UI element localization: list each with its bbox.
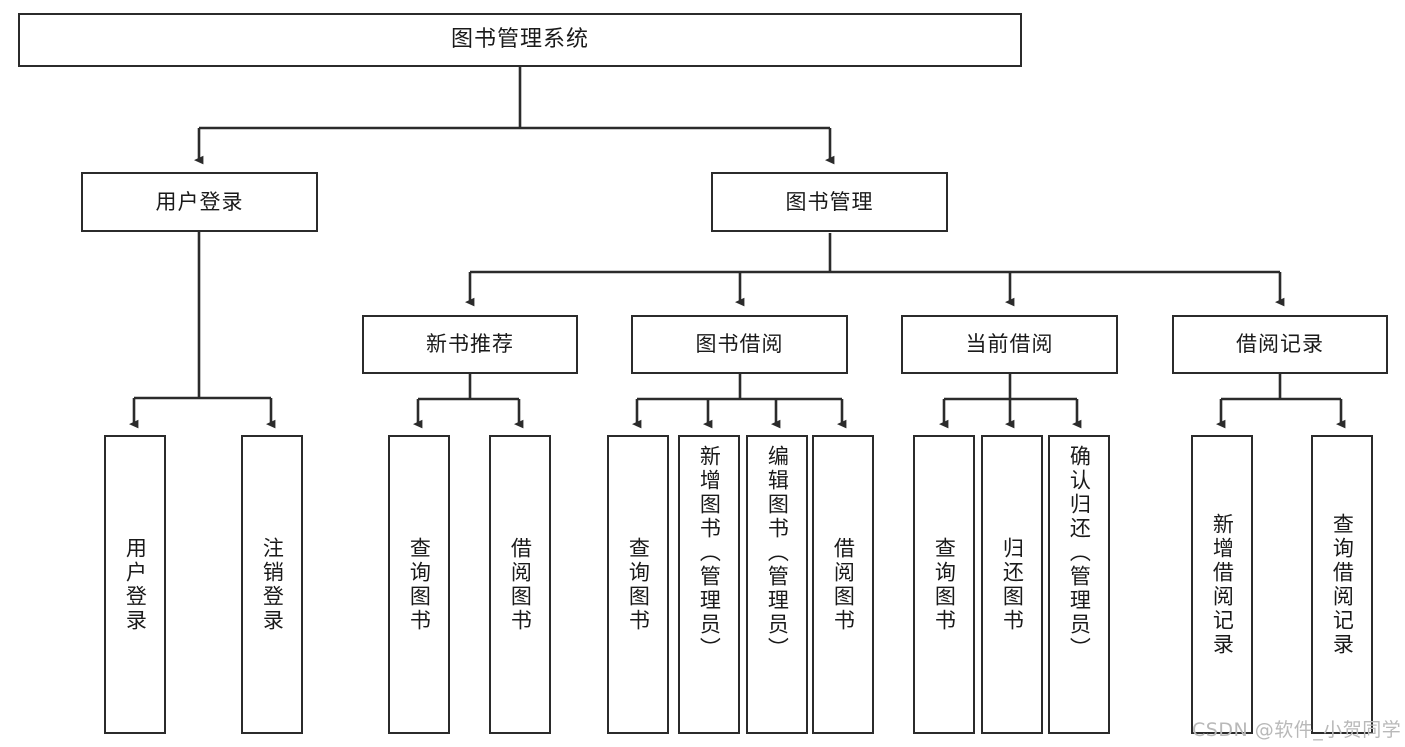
leaf-user-login[interactable]: 用户登录 [104, 435, 166, 734]
leaf-add-book-admin[interactable]: 新增图书（管理员） [678, 435, 740, 734]
leaf-edit-book-admin[interactable]: 编辑图书（管理员） [746, 435, 808, 734]
node-label: 借阅图书 [508, 536, 533, 633]
node-label: 确认归还（管理员） [1067, 445, 1092, 661]
node-label: 新书推荐 [426, 332, 514, 357]
node-label: 新增借阅记录 [1210, 512, 1235, 657]
node-label: 查询借阅记录 [1330, 512, 1355, 657]
node-label: 注销登录 [260, 536, 285, 633]
leaf-add-borrow-record[interactable]: 新增借阅记录 [1191, 435, 1253, 734]
node-label: 借阅记录 [1236, 332, 1324, 357]
leaf-query-book-borrow[interactable]: 查询图书 [607, 435, 669, 734]
node-label: 查询图书 [407, 536, 432, 633]
node-label: 图书借阅 [695, 332, 784, 357]
leaf-query-borrow-record[interactable]: 查询借阅记录 [1311, 435, 1373, 734]
leaf-query-book-recommend[interactable]: 查询图书 [388, 435, 450, 734]
node-label: 编辑图书（管理员） [765, 445, 790, 661]
node-label: 归还图书 [1000, 536, 1025, 633]
node-book-management[interactable]: 图书管理 [711, 172, 948, 232]
node-label: 用户登录 [123, 536, 148, 633]
node-new-book-recommend[interactable]: 新书推荐 [362, 315, 578, 374]
node-label: 查询图书 [932, 536, 957, 633]
node-label: 图书管理系统 [450, 27, 589, 53]
leaf-confirm-return-admin[interactable]: 确认归还（管理员） [1048, 435, 1110, 734]
leaf-return-book[interactable]: 归还图书 [981, 435, 1043, 734]
node-borrow-record[interactable]: 借阅记录 [1172, 315, 1388, 374]
leaf-borrow-book-recommend[interactable]: 借阅图书 [489, 435, 551, 734]
leaf-logout[interactable]: 注销登录 [241, 435, 303, 734]
node-label: 图书管理 [785, 189, 874, 214]
node-label: 新增图书（管理员） [697, 445, 722, 661]
leaf-borrow-book[interactable]: 借阅图书 [812, 435, 874, 734]
node-label: 借阅图书 [831, 536, 856, 633]
node-user-login[interactable]: 用户登录 [81, 172, 318, 232]
leaf-query-book-current[interactable]: 查询图书 [913, 435, 975, 734]
node-book-borrow[interactable]: 图书借阅 [631, 315, 848, 374]
csdn-watermark: CSDN @软件_小贺同学 [1192, 719, 1402, 741]
node-root-book-management-system[interactable]: 图书管理系统 [18, 13, 1022, 67]
node-label: 当前借阅 [965, 332, 1054, 357]
node-current-borrow[interactable]: 当前借阅 [901, 315, 1118, 374]
node-label: 查询图书 [626, 536, 651, 633]
node-label: 用户登录 [155, 189, 244, 214]
